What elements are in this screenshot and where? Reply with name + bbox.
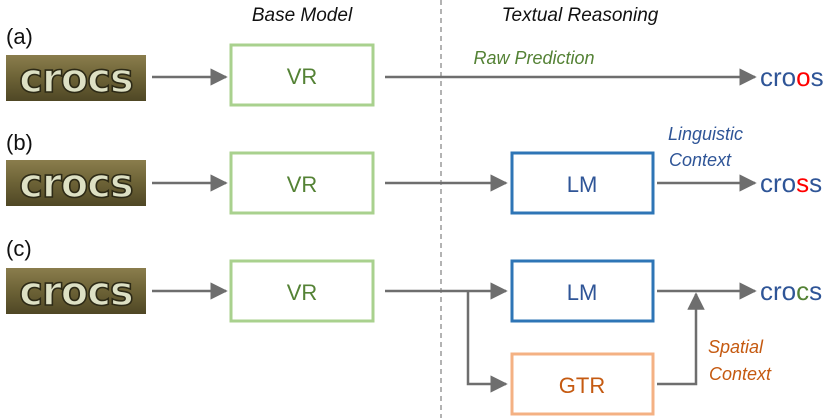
arrow-gtr-to-fusion bbox=[657, 292, 705, 386]
lm-box bbox=[510, 259, 655, 323]
output-word: crocs bbox=[760, 276, 822, 306]
gtr-box bbox=[510, 352, 655, 416]
row-label: (b) bbox=[6, 130, 33, 155]
header-base-model: Base Model bbox=[252, 5, 353, 26]
vr-box bbox=[229, 259, 375, 323]
word-image: crocs bbox=[6, 268, 146, 316]
lm-box bbox=[510, 151, 655, 215]
lm-label: LM bbox=[567, 172, 598, 197]
lm-label: LM bbox=[567, 280, 598, 305]
vr-box bbox=[229, 43, 375, 107]
word-image: crocs bbox=[6, 55, 146, 103]
vr-label: VR bbox=[287, 64, 318, 89]
raw-prediction-label: Raw Prediction bbox=[473, 48, 594, 68]
spatial-context-label: Spatial Context bbox=[708, 337, 772, 384]
row-label: (c) bbox=[6, 236, 32, 261]
gtr-label: GTR bbox=[559, 373, 605, 398]
row-b: (b) crocs VR LM Linguistic Context cross bbox=[6, 124, 822, 215]
output-word: croos bbox=[760, 62, 824, 92]
word-image-text: crocs bbox=[19, 269, 132, 315]
word-image: crocs bbox=[6, 160, 146, 208]
row-a: (a) crocs VR Raw Prediction croos bbox=[6, 24, 824, 107]
arrow-vr-to-gtr bbox=[466, 291, 508, 393]
output-highlight-char: s bbox=[796, 168, 809, 198]
output-highlight-char: c bbox=[796, 276, 809, 306]
row-label: (a) bbox=[6, 24, 33, 49]
linguistic-context-label: Linguistic Context bbox=[668, 124, 748, 170]
word-image-text: crocs bbox=[19, 161, 132, 207]
output-word: cross bbox=[760, 168, 822, 198]
word-image-text: crocs bbox=[19, 56, 132, 102]
header-textual-reasoning: Textual Reasoning bbox=[502, 5, 659, 26]
row-c: (c) crocs VR LM GTR Spatial Context croc… bbox=[6, 236, 822, 416]
vr-label: VR bbox=[287, 172, 318, 197]
output-highlight-char: o bbox=[796, 62, 810, 92]
vr-label: VR bbox=[287, 280, 318, 305]
vr-box bbox=[229, 151, 375, 215]
